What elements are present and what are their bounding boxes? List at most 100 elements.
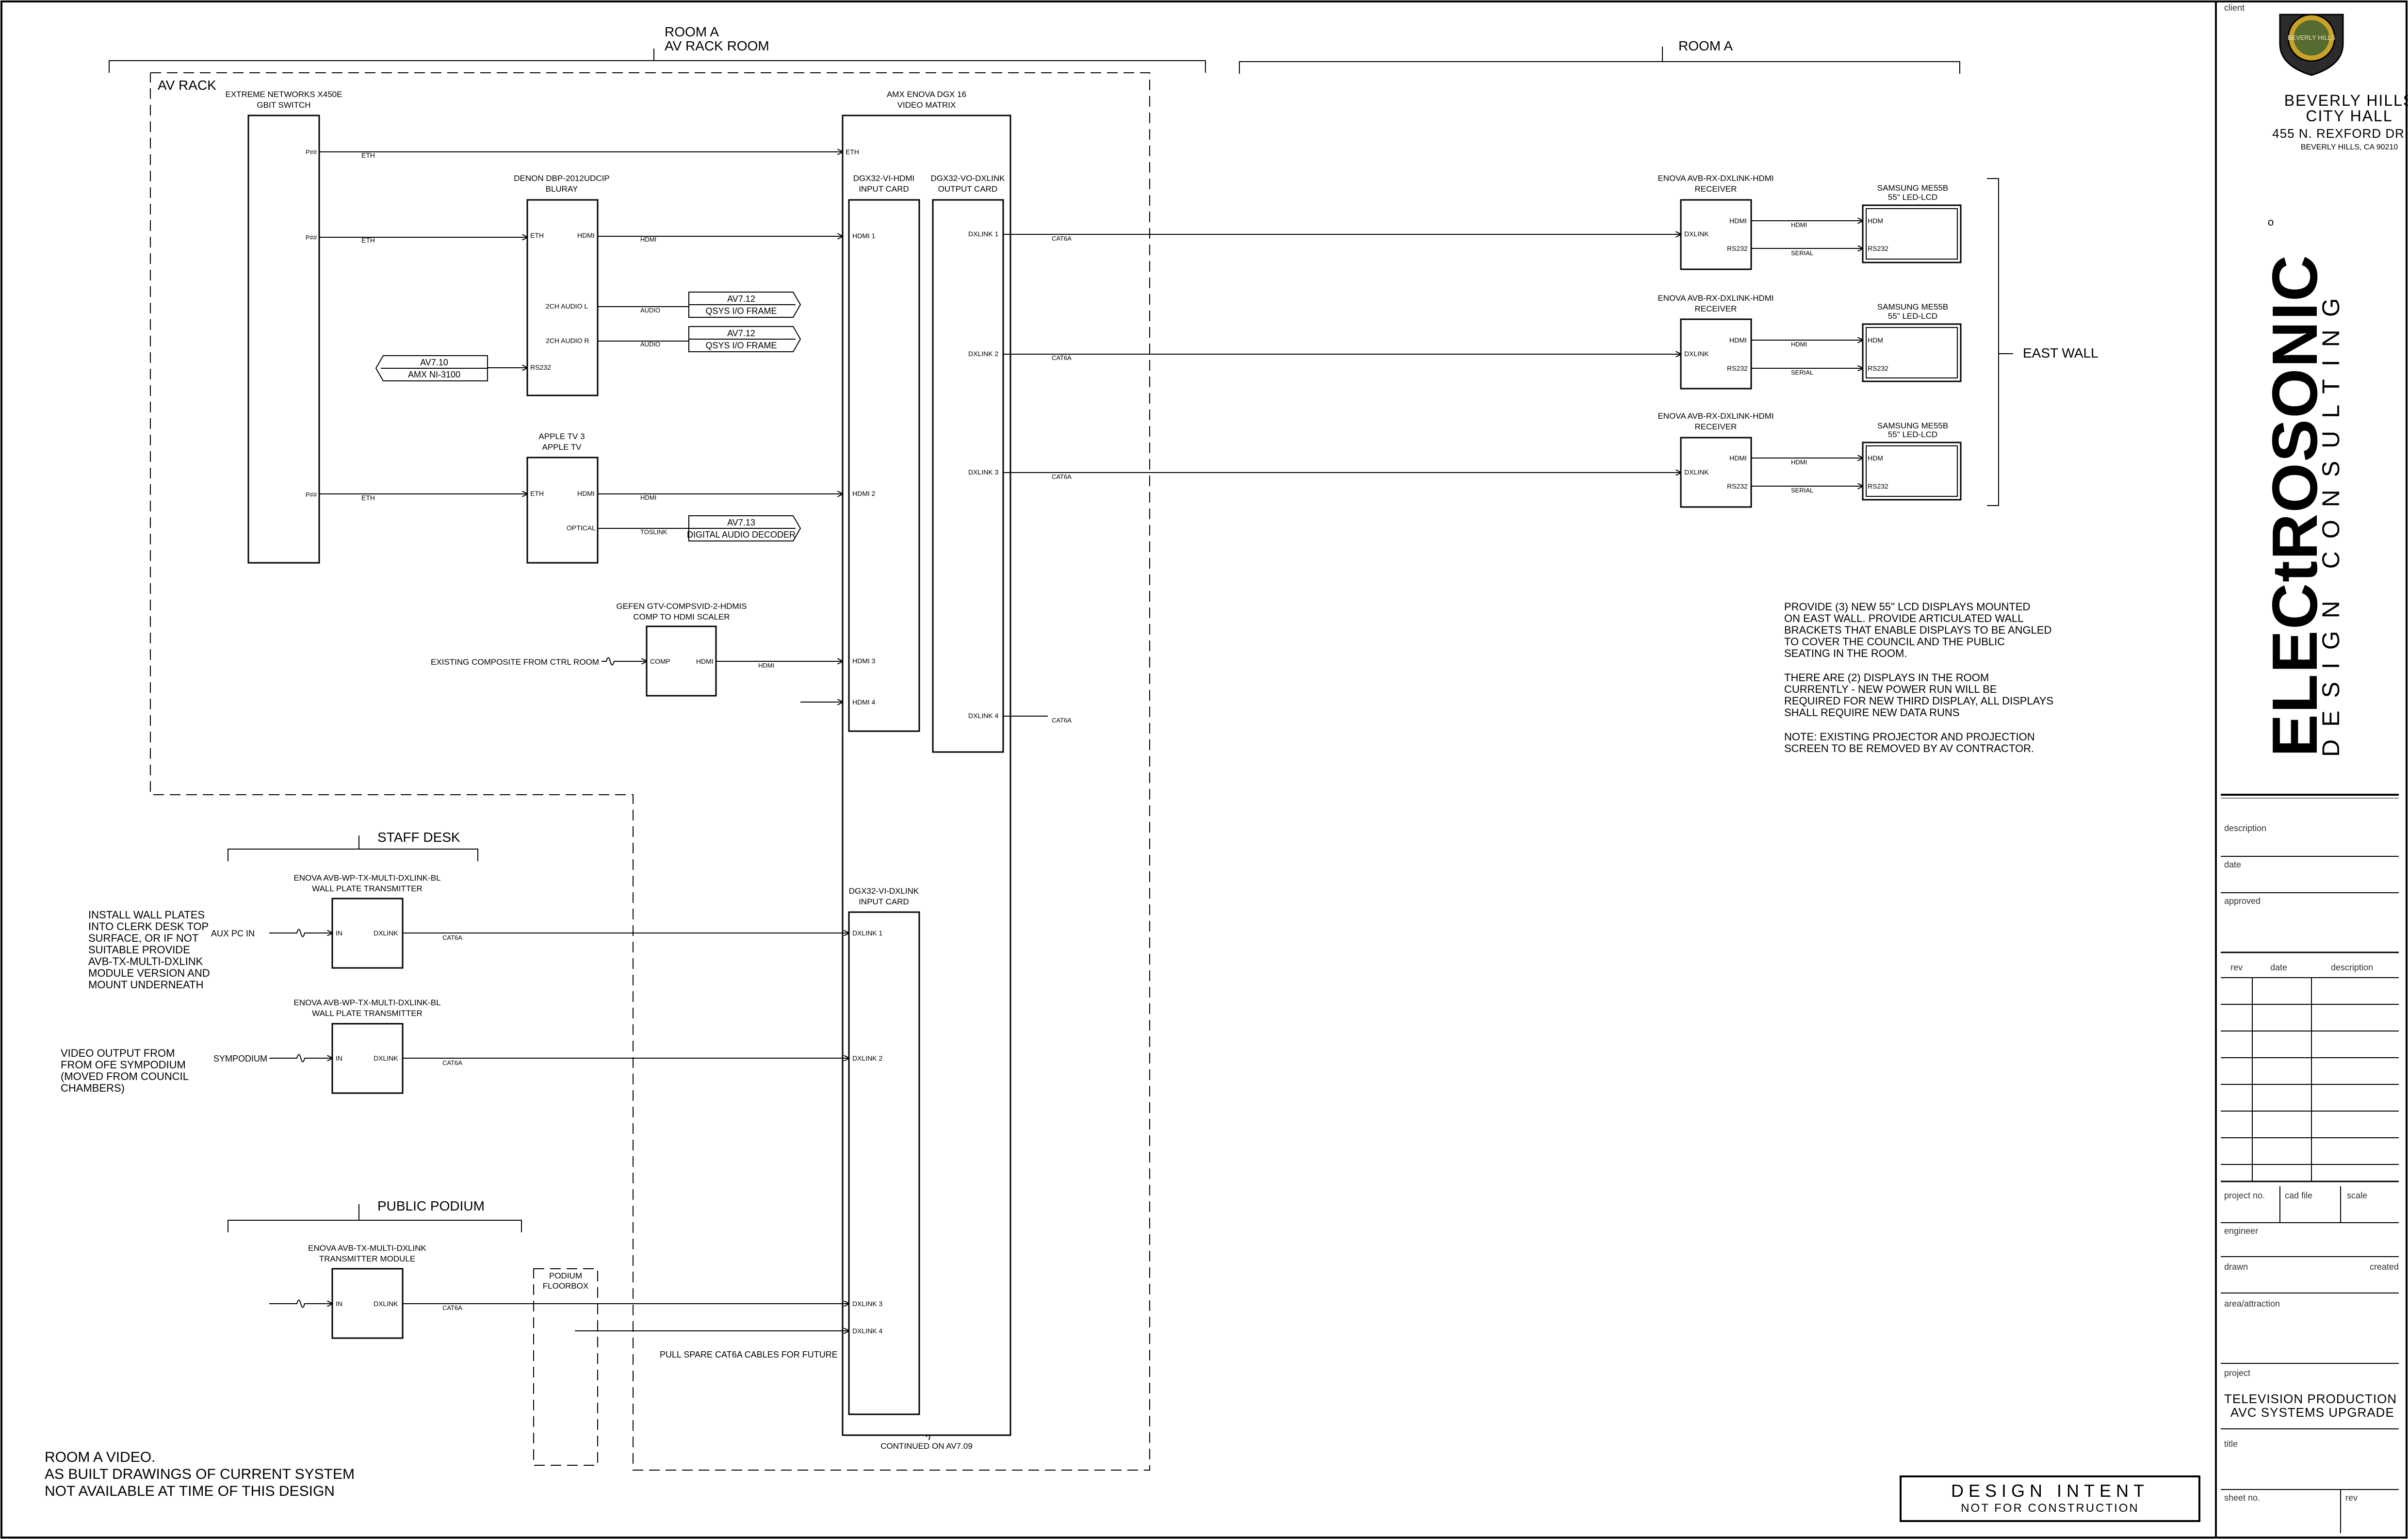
client-address-1: 455 N. REXFORD DRIVE	[2272, 126, 2408, 141]
continued-note: CONTINUED ON AV7.09	[880, 1441, 973, 1451]
hdmi-input-card	[848, 199, 920, 732]
project-title-2: AVC SYSTEMS UPGRADE	[2230, 1405, 2394, 1420]
sympodium-cable-label: CAT6A	[442, 1059, 462, 1066]
hdmi-input-1: HDMI 1	[852, 232, 876, 240]
video-note-4: CHAMBERS)	[61, 1082, 125, 1094]
apple-tv: APPLE TV 3 APPLE TV ETH HDMI OPTICAL	[526, 432, 599, 564]
display-1-screen	[1866, 208, 1958, 260]
room-a-right-header: ROOM A	[1239, 38, 1960, 74]
room-a-bracket	[109, 49, 1206, 73]
receiver-3-name: ENOVA AVB-RX-DXLINK-HDMI	[1658, 411, 1773, 421]
display-1-rs232: RS232	[1868, 245, 1888, 252]
bluray-box	[526, 199, 599, 396]
dxlink-cable-4-label: CAT6A	[1052, 717, 1072, 724]
room-a-right-bracket	[1239, 47, 1960, 74]
receiver-2-type: RECEIVER	[1695, 304, 1737, 313]
receiver-display-2: ENOVA AVB-RX-DXLINK-HDMI RECEIVER HDMI D…	[1658, 294, 1962, 390]
receiver-1-hdmi: HDMI	[1729, 217, 1747, 225]
bottom-note-3: NOT AVAILABLE AT TIME OF THIS DESIGN	[45, 1483, 335, 1499]
receiver-3-hdmi-label: HDMI	[1791, 458, 1807, 466]
clerk-note-7: MOUNT UNDERNEATH	[88, 979, 204, 991]
qsys-ref-1-tag	[688, 292, 801, 318]
clerk-note-2: INTO CLERK DESK TOP	[88, 920, 209, 933]
appletv-name: APPLE TV 3	[538, 432, 585, 441]
video-matrix: AMX ENOVA DGX 16 VIDEO MATRIX ETH DGX32-…	[842, 90, 1011, 1436]
receiver-2-rs232: RS232	[1727, 364, 1748, 372]
city-seal-logo: BEVERLY HILLS	[2279, 14, 2344, 76]
scaler-hdmi-port: HDMI	[696, 657, 714, 665]
video-note-2: FROM OFE SYMPODIUM	[61, 1059, 186, 1071]
amx-ref-sheet: AV7.10	[420, 358, 448, 367]
dx-output-4: DXLINK 4	[968, 712, 998, 720]
existing-composite-source: EXISTING COMPOSITE FROM CTRL ROOM	[431, 657, 599, 667]
display-1-type: 55" LED-LCD	[1888, 193, 1937, 202]
podium-tx-type: TRANSMITTER MODULE	[319, 1254, 415, 1263]
podium-tx-in: IN	[336, 1300, 342, 1308]
floorbox-type: FLOORBOX	[543, 1281, 588, 1291]
display-3-name: SAMSUNG ME55B	[1877, 421, 1948, 430]
av-rack-boundary	[150, 72, 1150, 1471]
display-2-hdmi: HDM	[1868, 336, 1883, 344]
wp-tx-2-in: IN	[336, 1054, 342, 1062]
receiver-1-name: ENOVA AVB-RX-DXLINK-HDMI	[1658, 174, 1773, 183]
appletv-type: APPLE TV	[542, 442, 582, 452]
note-a-line-2: ON EAST WALL. PROVIDE ARTICULATED WALL	[1784, 612, 2024, 624]
qsys-ref-1: AV7.12 QSYS I/O FRAME	[688, 292, 801, 318]
note-a-line-4: TO COVER THE COUNCIL AND THE PUBLIC	[1784, 636, 2005, 648]
approved-label: approved	[2224, 896, 2261, 906]
dxlink-run-3: CAT6A	[1003, 473, 1681, 480]
display-2-rs232: RS232	[1868, 364, 1888, 372]
video-output-note: VIDEO OUTPUT FROM FROM OFE SYMPODIUM (MO…	[61, 1047, 189, 1094]
bluray-rs232-port: RS232	[530, 363, 551, 371]
matrix-name: AMX ENOVA DGX 16	[887, 90, 966, 99]
switch-type: GBIT SWITCH	[257, 100, 310, 110]
audio-cable-l-label: AUDIO	[640, 307, 660, 314]
client-name-1: BEVERLY HILLS	[2284, 92, 2408, 109]
scale-label: scale	[2347, 1191, 2367, 1200]
receiver-2-box	[1680, 318, 1752, 390]
video-note-1: VIDEO OUTPUT FROM	[61, 1047, 175, 1059]
receiver-1-serial-label: SERIAL	[1791, 249, 1813, 257]
sympodium-source: SYMPODIUM	[213, 1054, 267, 1064]
switch-name: EXTREME NETWORKS X450E	[226, 90, 342, 99]
eth-cable-bluray-label: ETH	[361, 236, 375, 244]
note-c-line-1: NOTE: EXISTING PROJECTOR AND PROJECTION	[1784, 731, 2035, 743]
podium-cable-label: CAT6A	[442, 1304, 462, 1311]
public-podium-section: PUBLIC PODIUM ENOVA AVB-TX-MULTI-DXLINK …	[228, 1198, 849, 1466]
east-wall-bracket	[1987, 178, 1999, 506]
rev-label: rev	[2230, 963, 2243, 972]
small-mark: o	[2268, 216, 2274, 228]
stamp-line-2: NOT FOR CONSTRUCTION	[1961, 1502, 2139, 1515]
hdmi-cable-scaler-label: HDMI	[758, 662, 774, 669]
receiver-1-rs232: RS232	[1727, 245, 1748, 252]
wp-tx-2-dxlink: DXLINK	[374, 1054, 398, 1062]
display-1-hdmi: HDM	[1868, 217, 1883, 225]
appletv-optical-port: OPTICAL	[567, 524, 596, 532]
dx-output-2: DXLINK 2	[968, 350, 998, 358]
note-b-line-3: REQUIRED FOR NEW THIRD DISPLAY, ALL DISP…	[1784, 695, 2053, 707]
note-b-line-2: CURRENTLY - NEW POWER RUN WILL BE	[1784, 683, 1997, 695]
note-b-line-1: THERE ARE (2) DISPLAYS IN THE ROOM	[1784, 671, 1989, 684]
project-title-1: TELEVISION PRODUCTION	[2224, 1392, 2397, 1406]
floorbox-name: PODIUM	[549, 1271, 582, 1280]
receiver-1-dxlink: DXLINK	[1684, 230, 1709, 238]
east-wall-notes: PROVIDE (3) NEW 55" LCD DISPLAYS MOUNTED…	[1784, 601, 2053, 754]
wp-tx-1-name: ENOVA AVB-WP-TX-MULTI-DXLINK-BL	[293, 873, 440, 883]
display-3-type: 55" LED-LCD	[1888, 430, 1937, 439]
wp-tx-1-dxlink: DXLINK	[374, 929, 398, 937]
bluray-eth-port: ETH	[530, 231, 544, 239]
podium-tx-name: ENOVA AVB-TX-MULTI-DXLINK	[308, 1244, 426, 1253]
sheet-no-label: sheet no.	[2224, 1493, 2260, 1503]
av-rack-label: AV RACK	[158, 78, 216, 93]
display-2-screen	[1866, 327, 1958, 378]
display-2-name: SAMSUNG ME55B	[1877, 302, 1948, 311]
dx-input-3: DXLINK 3	[852, 1300, 882, 1308]
composite-scaler: GEFEN GTV-COMPSVID-2-HDMIS COMP TO HDMI …	[616, 602, 747, 697]
receiver-2-name: ENOVA AVB-RX-DXLINK-HDMI	[1658, 294, 1773, 303]
receiver-3-hdmi: HDMI	[1729, 454, 1747, 462]
room-a-right-label: ROOM A	[1678, 38, 1733, 53]
qsys-ref-2: AV7.12 QSYS I/O FRAME	[688, 326, 801, 352]
note-c-line-2: SCREEN TO BE REMOVED BY AV CONTRACTOR.	[1784, 742, 2034, 754]
display-3-box	[1862, 442, 1962, 501]
